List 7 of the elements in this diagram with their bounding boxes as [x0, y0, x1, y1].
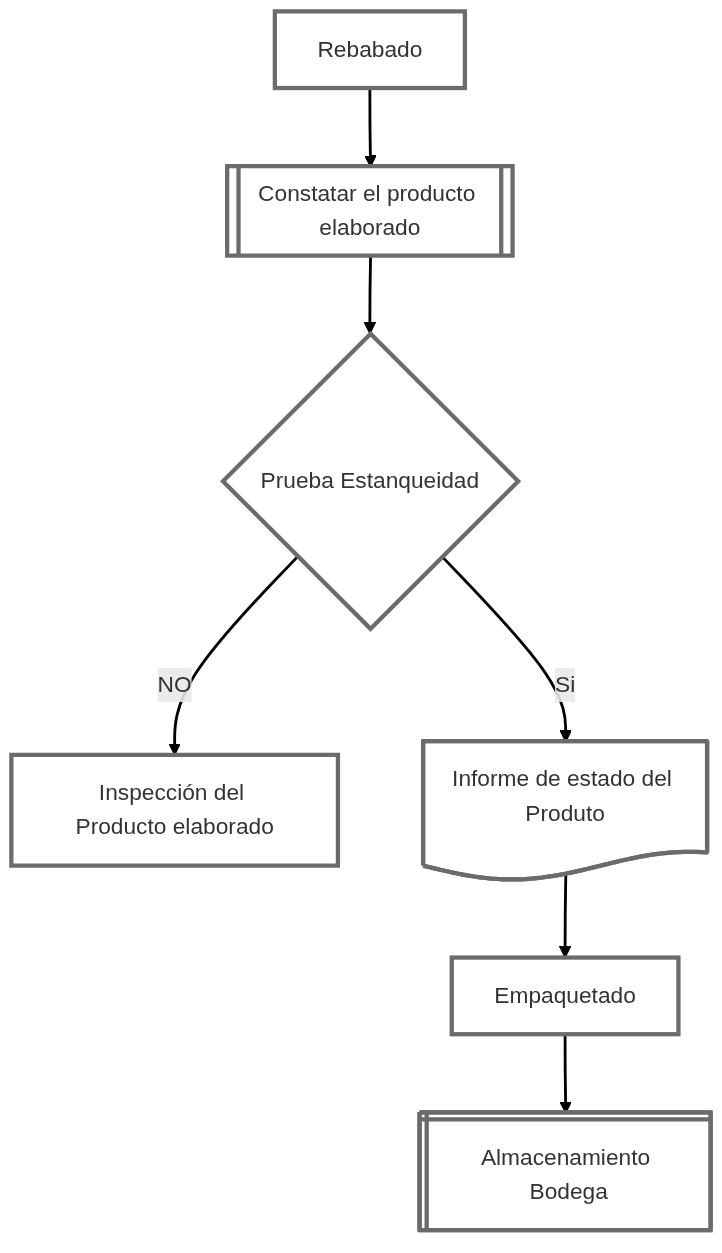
node-box: Empaquetado — [449, 955, 681, 1037]
node-diamond: Prueba Estanqueidad — [219, 330, 522, 632]
arrow — [363, 256, 377, 335]
edge-label: NO — [157, 672, 192, 697]
edge-label: Si — [555, 672, 576, 697]
node-box: Rebabado — [272, 9, 467, 91]
node-box: Inspección del Producto elaborado — [9, 752, 341, 868]
